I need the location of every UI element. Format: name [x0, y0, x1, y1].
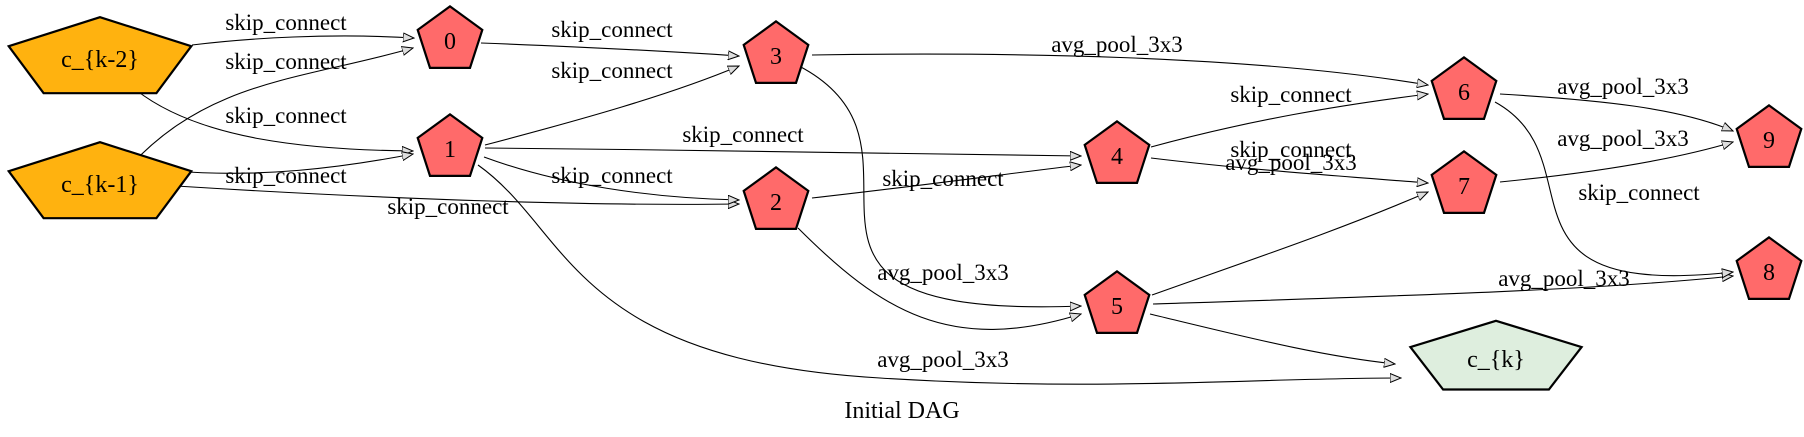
node-label-n6: 6	[1458, 80, 1470, 106]
edge-n1-ck	[477, 164, 1401, 385]
node-ck: c_{k}	[1408, 319, 1584, 391]
edge-label-n1-n3: skip_connect	[551, 58, 673, 83]
node-ck2: c_{k-2}	[6, 16, 194, 95]
node-label-n5: 5	[1111, 294, 1123, 320]
edge-label-n2-n5: avg_pool_3x3	[877, 347, 1009, 372]
node-label-ck2: c_{k-2}	[61, 47, 139, 73]
edge-n0-n3	[480, 42, 739, 56]
edge-label-n3-n6: avg_pool_3x3	[1051, 32, 1183, 57]
node-label-n4: 4	[1111, 144, 1123, 170]
node-ck1: c_{k-1}	[6, 141, 194, 220]
node-8: 8	[1735, 236, 1803, 300]
edge-ck2-n0	[191, 36, 414, 46]
node-5: 5	[1083, 270, 1151, 334]
node-6: 6	[1430, 56, 1498, 121]
node-shape-n4	[1083, 120, 1151, 184]
node-shape-ck	[1408, 319, 1584, 391]
node-label-n8: 8	[1763, 260, 1775, 286]
edge-n6-n9	[1499, 93, 1733, 131]
edge-ck1-n0	[129, 48, 413, 167]
edge-n1-n4	[484, 147, 1081, 156]
edge-label-ck2-n0: skip_connect	[225, 10, 347, 35]
edge-n4-n6	[1150, 94, 1428, 148]
node-shape-ck2	[6, 16, 194, 95]
edge-label-n7-n9: avg_pool_3x3	[1557, 126, 1689, 151]
edge-label-ck1-n1: skip_connect	[225, 163, 347, 188]
edge-ck1-n2	[175, 185, 739, 204]
node-9: 9	[1735, 104, 1803, 168]
edge-label-n5-n8: avg_pool_3x3	[1498, 266, 1630, 291]
node-label-ck1: c_{k-1}	[61, 172, 139, 198]
node-label-n7: 7	[1458, 174, 1470, 200]
node-3: 3	[742, 20, 810, 85]
node-label-ck: c_{k}	[1467, 347, 1525, 373]
edge-ck2-n1	[135, 89, 413, 151]
edge-n6-n8	[1494, 101, 1733, 276]
edge-label-n2-n4: skip_connect	[882, 166, 1004, 191]
node-shape-n0	[416, 5, 484, 70]
node-shape-ck1	[6, 141, 194, 220]
edge-ck1-n1	[173, 154, 413, 174]
edge-labels-layer: skip_connectskip_connectskip_connectskip…	[225, 10, 1700, 372]
edge-n3-n5	[798, 65, 1081, 307]
node-shape-n6	[1430, 56, 1498, 121]
edge-label-n0-n3: skip_connect	[551, 17, 673, 42]
node-shape-n3	[742, 20, 810, 85]
node-shape-n5	[1083, 270, 1151, 334]
edge-label-n6-n8: skip_connect	[1578, 180, 1700, 205]
edge-n3-n6	[811, 53, 1428, 85]
node-shape-n1	[416, 113, 484, 177]
edge-label-ck1-n2: skip_connect	[387, 194, 509, 219]
edge-label-n6-n9: avg_pool_3x3	[1557, 74, 1689, 99]
node-shape-n7	[1430, 150, 1498, 214]
edge-label-ck2-n1: skip_connect	[225, 103, 347, 128]
diagram-title: Initial DAG	[844, 398, 959, 424]
edge-label-n3-n5: avg_pool_3x3	[877, 260, 1009, 285]
node-label-n2: 2	[770, 190, 782, 216]
node-2: 2	[742, 166, 810, 230]
node-0: 0	[416, 5, 484, 70]
edge-n1-n2	[483, 156, 739, 200]
edge-n1-n3	[484, 66, 739, 146]
node-shape-n8	[1735, 236, 1803, 300]
node-label-n0: 0	[444, 29, 456, 55]
edge-n5-n7	[1151, 192, 1428, 296]
edges-layer	[129, 36, 1733, 385]
edge-label-n4-n6: skip_connect	[1230, 82, 1352, 107]
node-1: 1	[416, 113, 484, 177]
edge-label-n4-n7: skip_connect	[1230, 137, 1352, 162]
edge-label-n5-n7: avg_pool_3x3	[1225, 150, 1357, 175]
nodes-layer: c_{k-2} c_{k-1} 0 1 2 3 4 5 6 7 8 9 c_{k}	[6, 5, 1803, 391]
node-label-n1: 1	[444, 137, 456, 163]
edge-label-n1-n2: skip_connect	[551, 163, 673, 188]
edge-label-ck1-n0: skip_connect	[225, 49, 347, 74]
node-4: 4	[1083, 120, 1151, 184]
node-label-n9: 9	[1763, 128, 1775, 154]
edge-n2-n5	[797, 227, 1081, 330]
edge-n5-ck	[1149, 313, 1395, 364]
edge-n7-n9	[1499, 142, 1733, 183]
edge-n2-n4	[811, 165, 1081, 199]
edge-label-n1-n4: skip_connect	[682, 122, 804, 147]
edge-n4-n7	[1150, 157, 1428, 183]
node-shape-n2	[742, 166, 810, 230]
node-7: 7	[1430, 150, 1498, 214]
node-label-n3: 3	[770, 44, 782, 70]
edge-n5-n8	[1152, 276, 1733, 305]
node-shape-n9	[1735, 104, 1803, 168]
